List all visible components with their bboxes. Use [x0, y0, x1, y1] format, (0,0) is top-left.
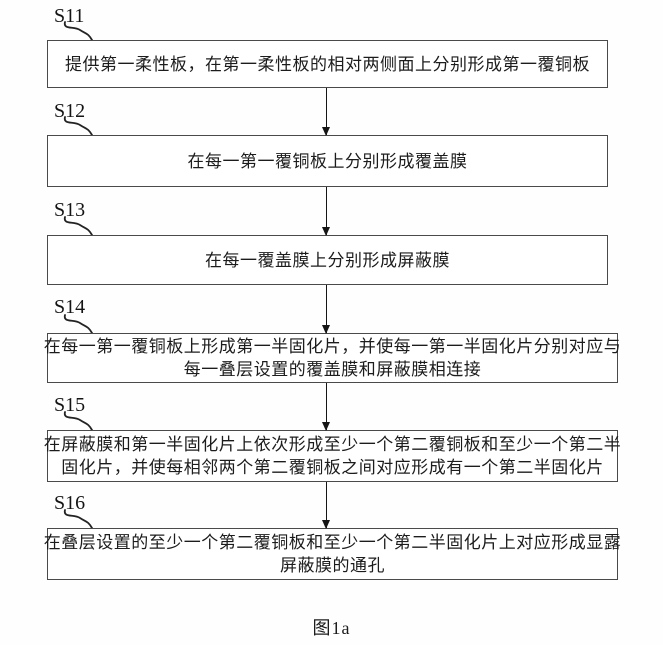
step-text: 在叠层设置的至少一个第二覆铜板和至少一个第二半固化片上对应形成显露 [43, 533, 622, 552]
step-label: S11 [54, 5, 85, 27]
step-text: 在每一第一覆铜板上分别形成覆盖膜 [187, 151, 468, 171]
step-box: 在每一第一覆铜板上分别形成覆盖膜 [47, 135, 608, 187]
step-text: 屏蔽膜的通孔 [280, 556, 385, 575]
figure-caption: 图1a [312, 618, 351, 638]
label-leader-curve-icon [63, 509, 93, 529]
down-arrow-icon [322, 187, 331, 236]
step-box: 在屏蔽膜和第一半固化片上依次形成至少一个第二覆铜板和至少一个第二半固化片，并使每… [44, 430, 621, 482]
step-label: S12 [54, 100, 86, 122]
step-box: 提供第一柔性板，在第一柔性板的相对两侧面上分别形成第一覆铜板 [47, 40, 608, 88]
down-arrow-icon [322, 285, 331, 334]
step-text: 在每一覆盖膜上分别形成屏蔽膜 [205, 250, 450, 270]
down-arrow-icon [322, 383, 331, 431]
step-text: 固化片，并使每相邻两个第二覆铜板之间对应形成有一个第二半固化片 [61, 458, 604, 477]
step-label: S16 [54, 492, 86, 514]
label-leader-curve-icon [63, 411, 93, 431]
down-arrow-icon [322, 482, 331, 529]
label-leader-curve-icon [63, 116, 93, 136]
step-box: 在叠层设置的至少一个第二覆铜板和至少一个第二半固化片上对应形成显露屏蔽膜的通孔 [44, 528, 621, 580]
step-box: 在每一第一覆铜板上形成第一半固化片，并使每一第一半固化片分别对应与每一叠层设置的… [44, 333, 621, 383]
label-leader-curve-icon [63, 314, 93, 334]
step-text: 每一叠层设置的覆盖膜和屏蔽膜相连接 [183, 360, 482, 379]
down-arrow-icon [322, 88, 331, 136]
step-text: 提供第一柔性板，在第一柔性板的相对两侧面上分别形成第一覆铜板 [65, 54, 590, 74]
label-leader-curve-icon [63, 216, 93, 236]
step-text: 在每一第一覆铜板上形成第一半固化片，并使每一第一半固化片分别对应与 [43, 337, 622, 356]
step-text: 在屏蔽膜和第一半固化片上依次形成至少一个第二覆铜板和至少一个第二半 [43, 435, 622, 454]
step-box: 在每一覆盖膜上分别形成屏蔽膜 [47, 235, 608, 285]
label-leader-curve-icon [63, 21, 93, 41]
step-label: S15 [54, 394, 86, 416]
step-label: S13 [54, 199, 86, 221]
step-label: S14 [54, 296, 86, 318]
